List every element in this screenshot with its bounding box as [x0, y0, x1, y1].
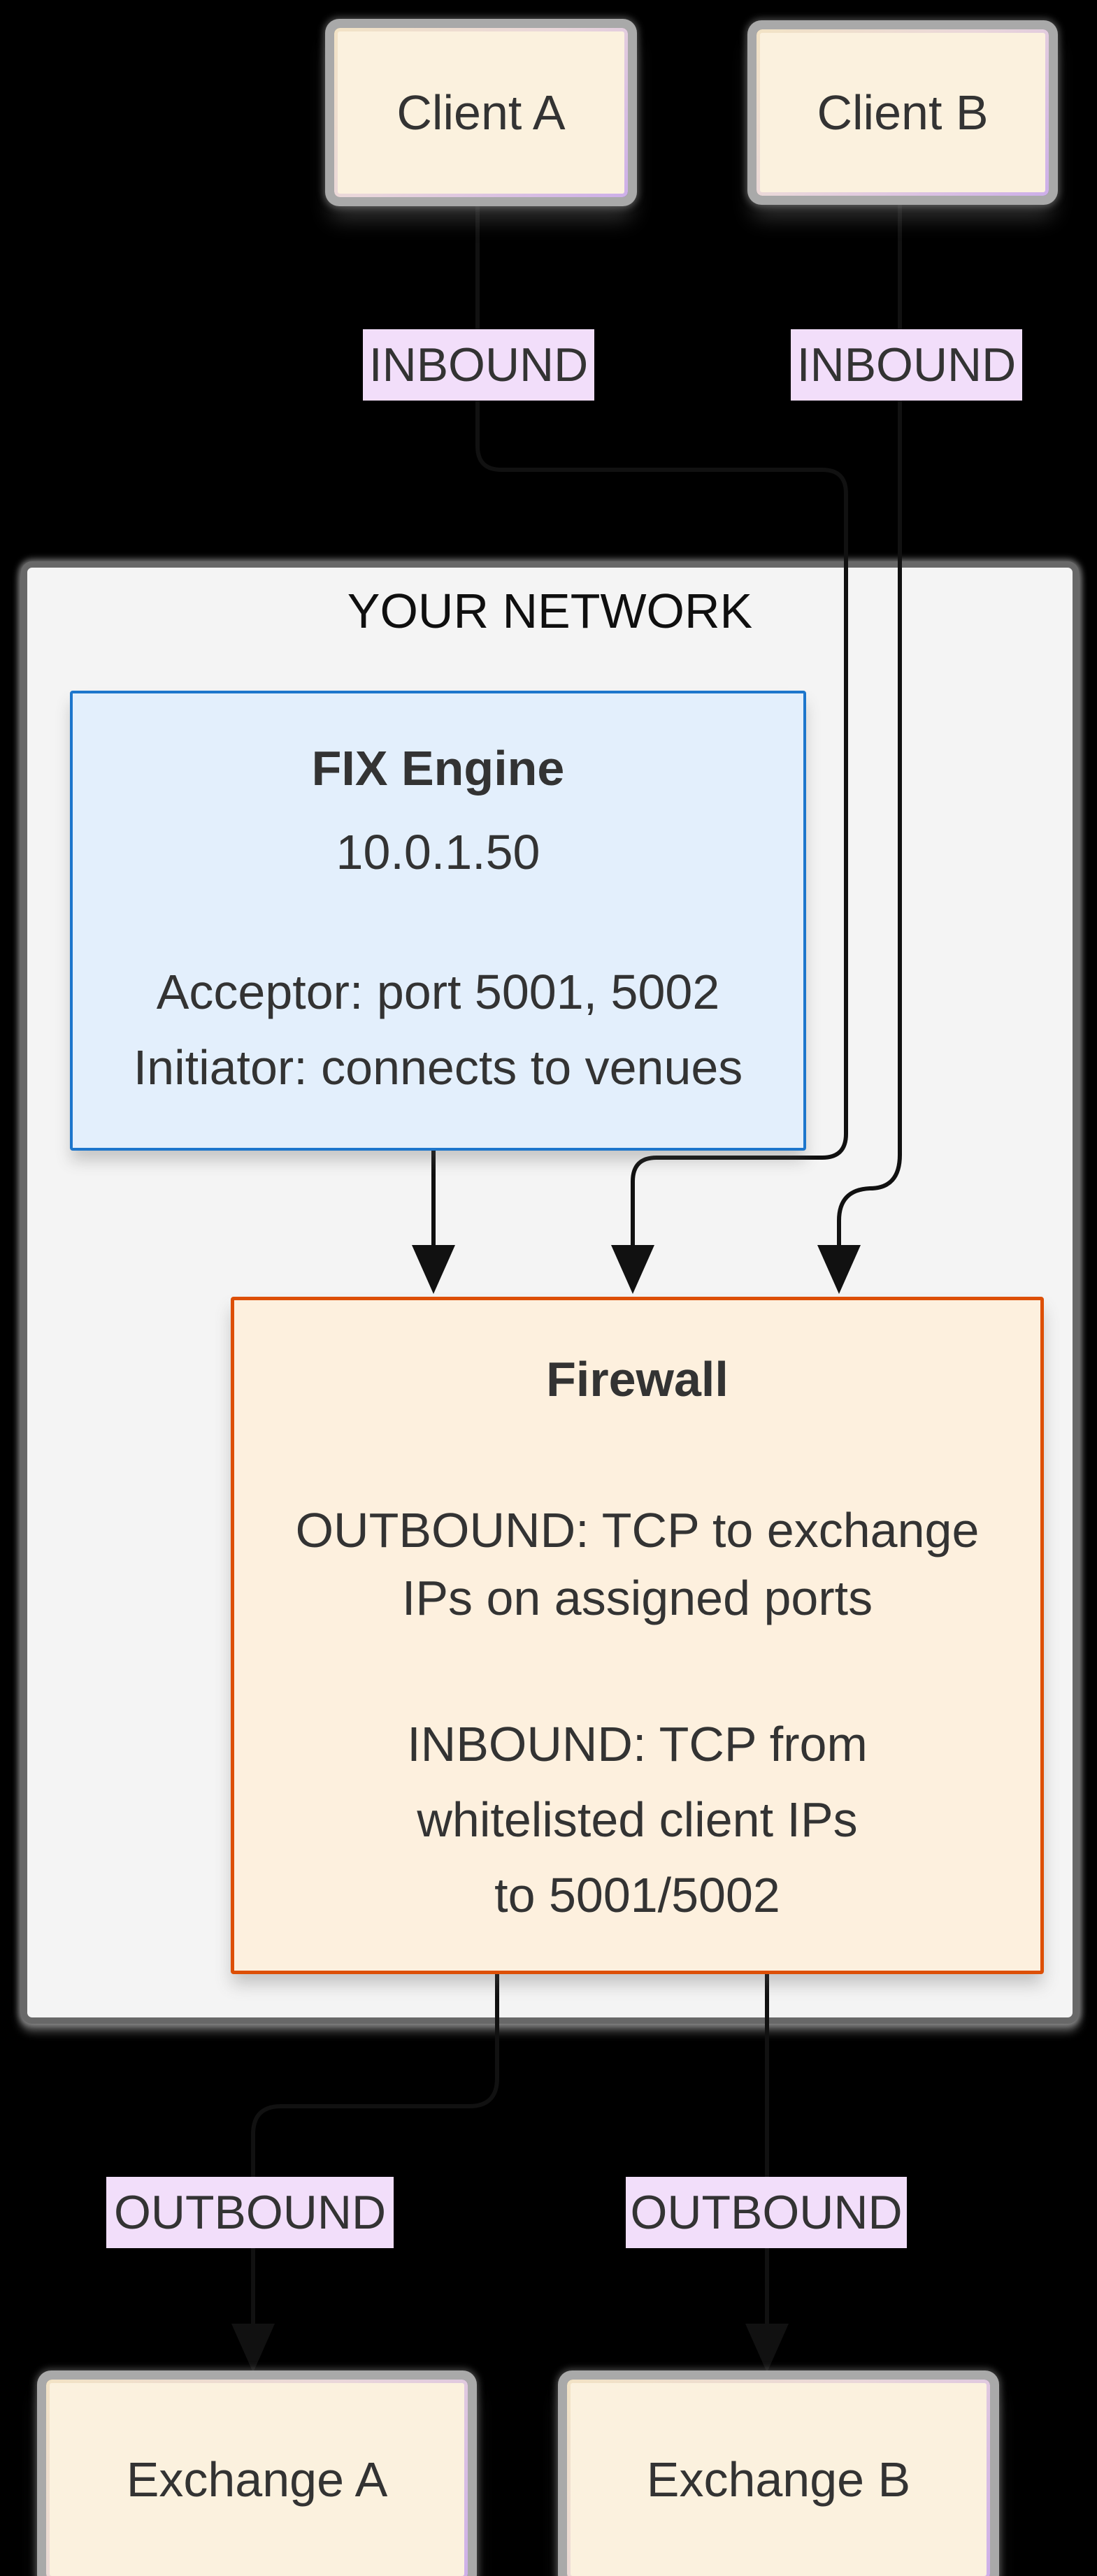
edge-label-inbound-b-text: INBOUND — [796, 338, 1017, 391]
edge-label-outbound-a-text: OUTBOUND — [113, 2186, 387, 2239]
edge-label-outbound-b: OUTBOUND — [626, 2177, 907, 2248]
firewall-inbound-line1: INBOUND: TCP from — [407, 1717, 868, 1771]
edge-client-b-firewall — [837, 180, 902, 1245]
edge-label-inbound-a: INBOUND — [363, 329, 594, 401]
client-b-label: Client B — [817, 85, 989, 140]
exchange-a-label: Exchange A — [126, 2452, 388, 2507]
client-a-node: Client A — [334, 28, 628, 197]
firewall-outbound-line2: IPs on assigned ports — [401, 1571, 873, 1625]
firewall-title: Firewall — [546, 1352, 729, 1406]
fix-engine-title: FIX Engine — [311, 741, 565, 796]
network-title: YOUR NETWORK — [347, 584, 753, 638]
fix-engine-initiator-line: Initiator: connects to venues — [133, 1040, 743, 1095]
firewall-outbound-line1: OUTBOUND: TCP to exchange — [295, 1503, 980, 1557]
arrowhead-exchange-b — [745, 2324, 789, 2373]
exchange-a-node: Exchange A — [46, 2380, 468, 2576]
edge-label-inbound-b: INBOUND — [791, 329, 1022, 401]
arrowhead-fix — [412, 1245, 455, 1294]
firewall-inbound-line3: to 5001/5002 — [494, 1868, 780, 1922]
edge-client-a-firewall — [475, 182, 848, 1245]
fix-engine-node: FIX Engine 10.0.1.50 Acceptor: port 5001… — [70, 691, 806, 1151]
firewall-node: Firewall OUTBOUND: TCP to exchange IPs o… — [231, 1297, 1044, 1974]
edge-label-outbound-b-text: OUTBOUND — [630, 2186, 903, 2239]
client-a-label: Client A — [396, 85, 566, 140]
fix-engine-ip: 10.0.1.50 — [336, 825, 540, 879]
client-b-node: Client B — [757, 29, 1049, 196]
exchange-b-label: Exchange B — [646, 2452, 911, 2507]
arrowhead-client-a — [611, 1245, 654, 1294]
exchange-b-node: Exchange B — [567, 2380, 990, 2576]
edge-label-inbound-a-text: INBOUND — [368, 338, 589, 391]
edge-firewall-exchange-a — [251, 1966, 499, 2178]
arrowhead-client-b — [817, 1245, 861, 1294]
arrowhead-exchange-a — [231, 2324, 275, 2373]
edge-label-outbound-a: OUTBOUND — [106, 2177, 394, 2248]
firewall-inbound-line2: whitelisted client IPs — [417, 1792, 858, 1847]
fix-engine-acceptor-line: Acceptor: port 5001, 5002 — [156, 965, 720, 1019]
